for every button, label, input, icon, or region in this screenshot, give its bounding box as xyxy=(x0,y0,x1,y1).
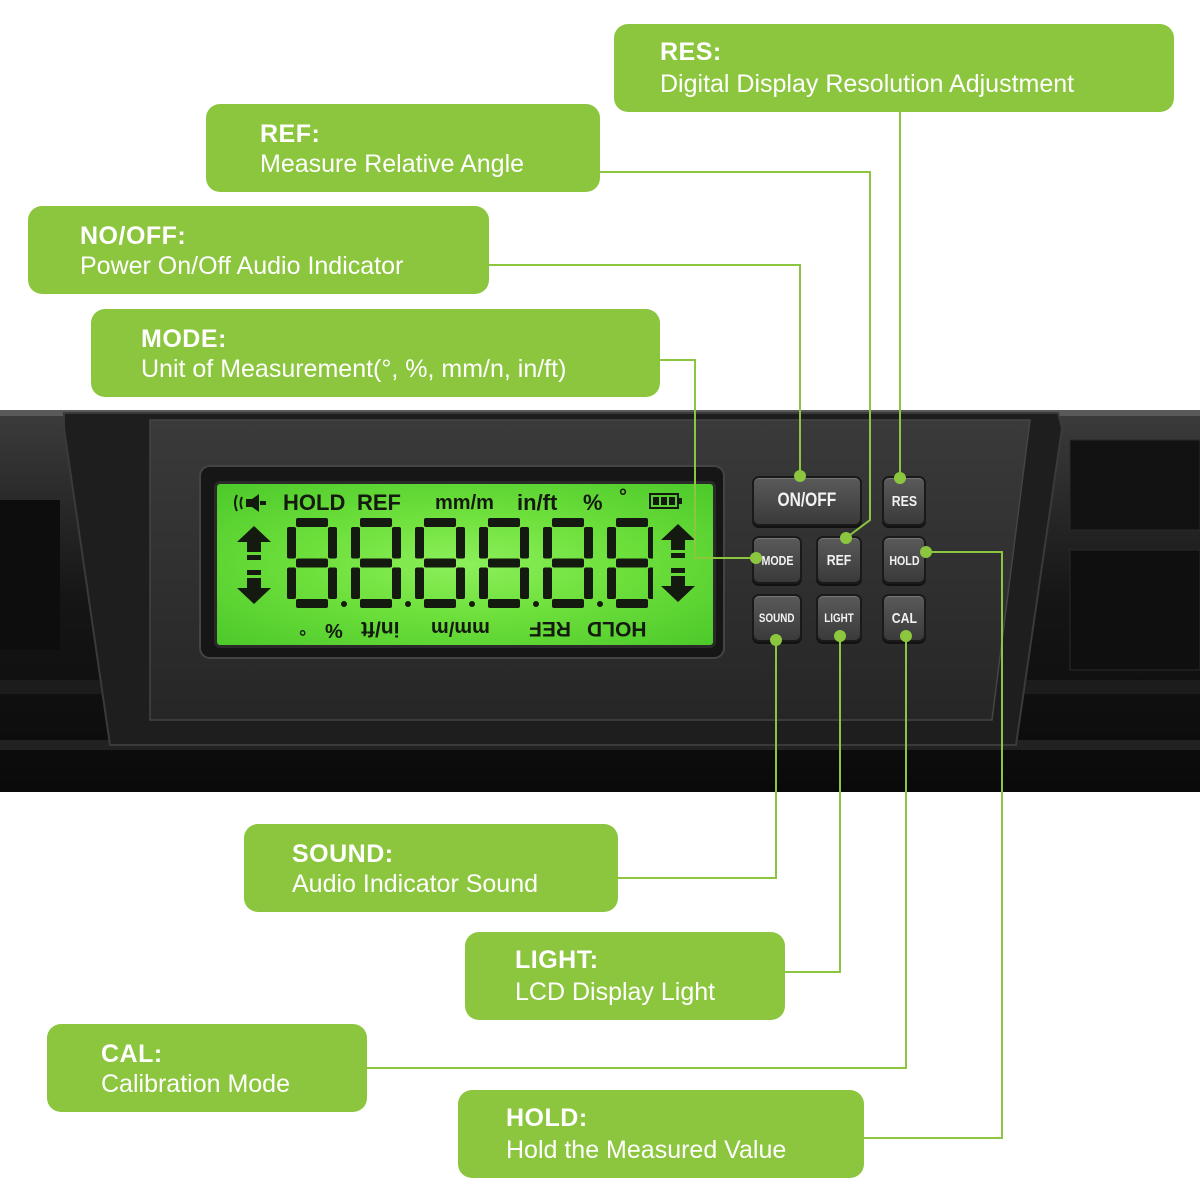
callout-cal-title: CAL: xyxy=(101,1040,163,1068)
callout-ref: REF: Measure Relative Angle xyxy=(206,104,600,192)
cal-button[interactable]: CAL xyxy=(882,594,926,642)
lcd-hold-bottom: HOLD xyxy=(587,617,647,640)
lcd-pct-top: % xyxy=(583,490,603,515)
callout-res-desc: Digital Display Resolution Adjustment xyxy=(660,70,1075,98)
lcd-digit xyxy=(543,518,603,608)
lcd-ref-bottom: REF xyxy=(529,617,571,640)
hold-button-label: HOLD xyxy=(888,552,920,568)
mode-button-label: MODE xyxy=(761,552,793,568)
callout-res: RES: Digital Display Resolution Adjustme… xyxy=(614,24,1174,112)
onoff-button-label: ON/OFF xyxy=(777,490,837,511)
lcd-digit xyxy=(479,518,539,608)
speaker-icon xyxy=(234,494,266,512)
light-button[interactable]: LIGHT xyxy=(816,594,862,642)
lcd-decimal-point xyxy=(405,601,411,607)
lcd-digit xyxy=(607,518,653,608)
lcd-hold-top: HOLD xyxy=(283,490,346,515)
arrow-down-icon xyxy=(237,570,271,604)
hold-button[interactable]: HOLD xyxy=(882,536,926,584)
lcd-deg-top: ° xyxy=(619,486,627,508)
sound-button[interactable]: SOUND xyxy=(752,594,802,642)
callout-onoff-title: NO/OFF: xyxy=(80,222,187,250)
onoff-button[interactable]: ON/OFF xyxy=(752,476,862,526)
lcd-inft-bottom: in/ft xyxy=(361,617,400,640)
light-button-label: LIGHT xyxy=(824,611,854,625)
mode-button[interactable]: MODE xyxy=(752,536,802,584)
callout-mode-title: MODE: xyxy=(141,325,227,353)
ref-button-label: REF xyxy=(826,551,852,569)
battery-icon xyxy=(649,493,682,509)
callout-hold: HOLD: Hold the Measured Value xyxy=(458,1090,864,1178)
lcd-ref-top: REF xyxy=(357,490,401,515)
lcd-mmm-top: mm/m xyxy=(435,492,494,514)
callout-onoff-desc: Power On/Off Audio Indicator xyxy=(80,252,404,280)
arrow-up-icon xyxy=(237,526,271,560)
callout-ref-desc: Measure Relative Angle xyxy=(260,150,525,178)
res-button[interactable]: RES xyxy=(882,476,926,526)
callout-hold-desc: Hold the Measured Value xyxy=(506,1136,787,1164)
lcd-decimal-point xyxy=(469,601,475,607)
callout-cal-desc: Calibration Mode xyxy=(101,1070,290,1098)
callout-hold-title: HOLD: xyxy=(506,1104,588,1132)
lcd-digits xyxy=(287,518,653,608)
lcd-digit xyxy=(415,518,475,608)
lcd-decimal-point xyxy=(597,601,603,607)
cal-button-label: CAL xyxy=(891,609,917,627)
callout-onoff: NO/OFF: Power On/Off Audio Indicator xyxy=(28,206,489,294)
lcd-inft-top: in/ft xyxy=(517,490,558,515)
lcd-mmm-bottom: mm/m xyxy=(431,617,490,639)
arrow-up-icon xyxy=(661,524,695,558)
callout-ref-title: REF: xyxy=(260,120,321,148)
lcd-decimal-point xyxy=(341,601,347,607)
ref-button[interactable]: REF xyxy=(816,536,862,584)
arrow-down-icon xyxy=(661,568,695,602)
lcd-decimal-point xyxy=(533,601,539,607)
sound-button-label: SOUND xyxy=(759,611,795,625)
lcd-deg-bottom: ° xyxy=(299,619,307,639)
lcd-pct-bottom: % xyxy=(325,619,343,641)
lcd-digit xyxy=(287,518,347,608)
lcd-digit xyxy=(351,518,411,608)
res-button-label: RES xyxy=(891,492,917,510)
lcd-screen: HOLD REF mm/m in/ft % ° ° % in/ft mm/m R… xyxy=(214,481,716,648)
callout-res-title: RES: xyxy=(660,38,722,66)
callout-cal: CAL: Calibration Mode xyxy=(47,1024,367,1112)
